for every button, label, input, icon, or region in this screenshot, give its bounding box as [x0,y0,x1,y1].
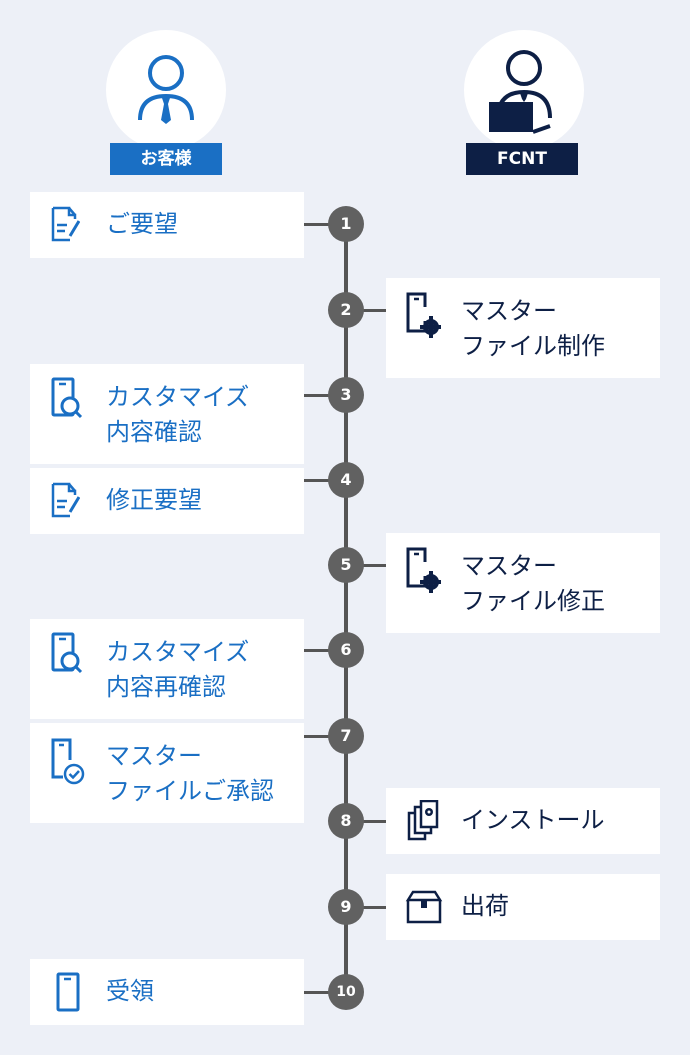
step-connector-7 [304,735,344,738]
step-card-2: マスター ファイル制作 [386,278,660,378]
step-number-2: 2 [328,292,364,328]
step-number-7: 7 [328,718,364,754]
step-label-line: カスタマイズ [106,638,250,666]
step-label-line: マスター [461,297,557,325]
fcnt-person-laptop-icon [489,50,552,134]
box-icon [405,890,443,924]
step-connector-1 [304,223,344,226]
step-card-6: カスタマイズ 内容再確認 [30,619,304,719]
fcnt-avatar [464,30,584,150]
step-label-line: ファイルご承認 [106,777,274,805]
step-label-line: 出荷 [461,892,509,920]
step-number-8: 8 [328,803,364,839]
step-card-3: カスタマイズ 内容確認 [30,364,304,464]
phone-search-icon [51,377,83,419]
multi-phone-gear-icon [407,800,439,841]
step-label-line: インストール [461,806,605,834]
step-card-1: ご要望 [30,192,304,258]
step-card-4: 修正要望 [30,468,304,534]
phone-gear-icon [406,292,441,338]
step-label-line: ご要望 [106,210,178,238]
step-number-6: 6 [328,632,364,668]
step-connector-4 [304,479,344,482]
step-card-7: マスター ファイルご承認 [30,723,304,823]
step-number-9: 9 [328,889,364,925]
step-label-line: 受領 [106,977,154,1005]
step-connector-3 [304,394,344,397]
phone-check-icon [51,738,85,785]
step-number-4: 4 [328,462,364,498]
fcnt-badge: FCNT [466,143,578,175]
step-card-5: マスター ファイル修正 [386,533,660,633]
step-label-line: 内容再確認 [106,673,226,701]
customer-badge: お客様 [110,143,222,175]
step-connector-9 [348,906,386,909]
step-card-10: 受領 [30,959,304,1025]
document-pen-icon [51,482,80,518]
step-card-9: 出荷 [386,874,660,940]
document-pen-icon [51,206,80,242]
step-number-10: 10 [328,974,364,1010]
step-connector-10 [304,991,344,994]
step-number-3: 3 [328,377,364,413]
step-label-line: マスター [461,552,557,580]
customer-avatar [106,30,226,150]
step-connector-2 [348,309,386,312]
customer-person-icon [138,55,194,124]
step-label-line: カスタマイズ [106,383,250,411]
step-label-line: ファイル制作 [461,332,605,360]
step-connector-8 [348,820,386,823]
step-number-5: 5 [328,547,364,583]
step-label-line: 内容確認 [106,418,202,446]
step-label-line: マスター [106,742,202,770]
step-connector-6 [304,649,344,652]
step-label-line: ファイル修正 [461,587,605,615]
smartphone-icon [56,972,80,1012]
step-connector-5 [348,564,386,567]
step-card-8: インストール [386,788,660,854]
step-label-line: 修正要望 [106,486,202,514]
phone-gear-icon [406,547,441,593]
phone-search-icon [51,632,83,674]
timeline-line [344,224,348,994]
step-number-1: 1 [328,206,364,242]
